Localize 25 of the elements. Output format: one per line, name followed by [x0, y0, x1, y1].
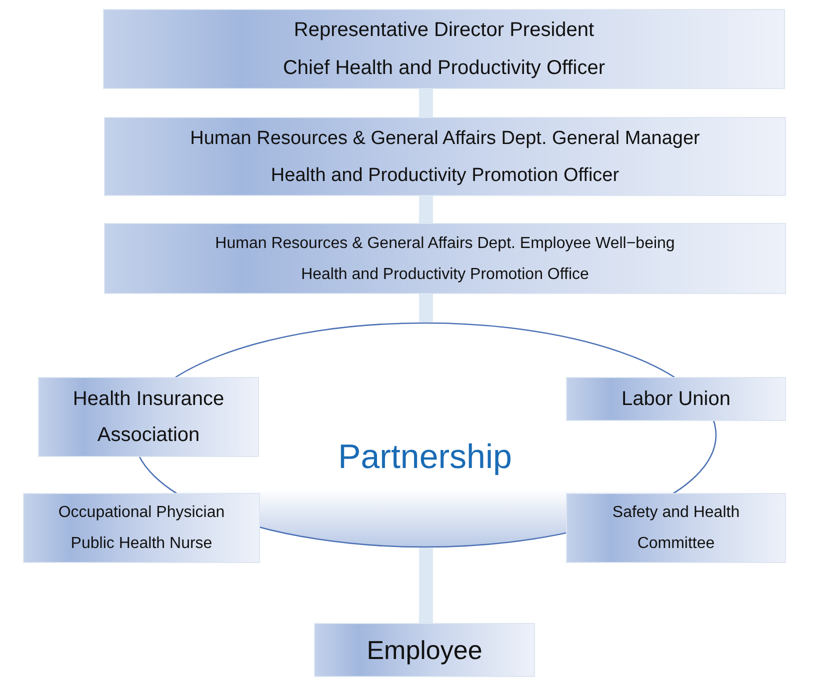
- box-text: Labor Union: [622, 387, 730, 412]
- box-text: Occupational Physician: [58, 503, 225, 523]
- partnership-label: Partnership: [338, 437, 512, 477]
- org-box: [566, 377, 786, 421]
- box-text: Representative Director President: [294, 18, 594, 43]
- box-text: Safety and Health Committee: [611, 503, 741, 554]
- org-box: [38, 377, 259, 457]
- connector-bar: [419, 89, 433, 117]
- org-box: [23, 493, 260, 563]
- org-box: [566, 493, 786, 563]
- box-text: Human Resources & General Affairs Dept. General Manager: [190, 126, 700, 150]
- org-box: [103, 9, 785, 89]
- connector-bar: [419, 196, 433, 223]
- box-text: Employee: [366, 634, 482, 667]
- box-text: Health and Productivity Promotion Office: [301, 264, 589, 284]
- box-text: Chief Health and Productivity Officer: [282, 56, 605, 81]
- connector-bar: [419, 548, 433, 623]
- box-text: Health and Productivity Promotion Officer: [270, 164, 620, 188]
- box-text: Human Resources & General Affairs Dept. Employee Well−being: [215, 234, 675, 254]
- box-text: Health Insurance Association: [72, 387, 226, 448]
- org-box: [314, 623, 535, 677]
- box-text: Public Health Nurse: [70, 534, 212, 554]
- connector-bar: [419, 294, 433, 322]
- org-box: [104, 117, 786, 196]
- org-box: [104, 223, 786, 294]
